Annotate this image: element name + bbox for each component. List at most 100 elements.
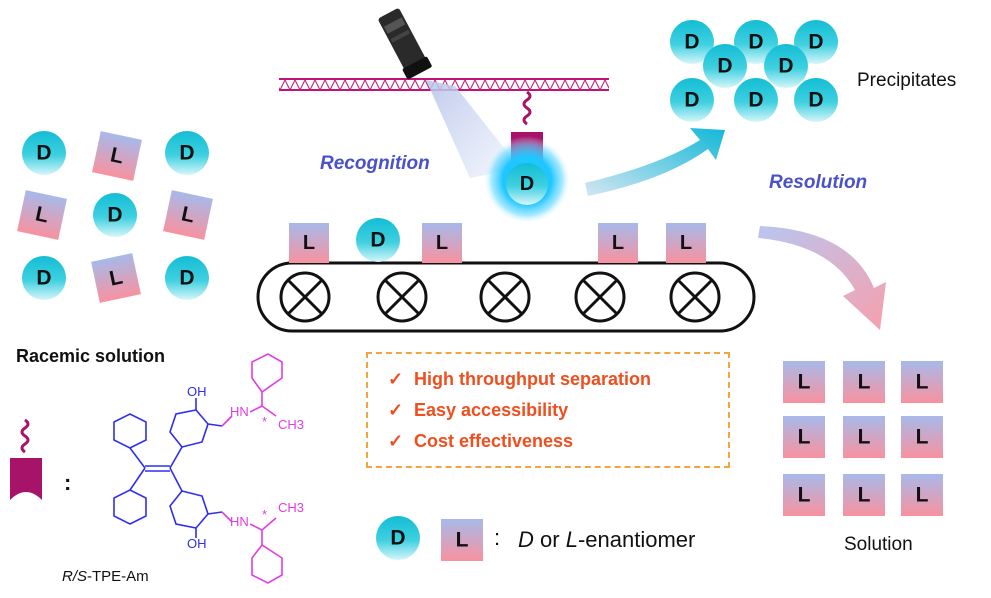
- roller-icon: [376, 271, 428, 323]
- belt-l-token-text: L: [303, 232, 315, 254]
- hn-top-label: HN: [230, 404, 249, 419]
- solution-label: Solution: [844, 534, 913, 555]
- legend-d-token: D: [376, 516, 420, 560]
- belt-d-token-text: D: [370, 229, 385, 252]
- racemic-l-token-text: L: [107, 265, 124, 290]
- precipitates-label: Precipitates: [857, 70, 957, 91]
- resolution-label: Resolution: [769, 172, 868, 193]
- compound-suffix: -TPE-Am: [87, 568, 149, 585]
- ch3-top-label: CH3: [278, 417, 305, 432]
- precipitate-d-token: D: [734, 78, 778, 122]
- belt-l-token: L: [289, 223, 329, 263]
- solution-l-token-text: L: [798, 484, 811, 507]
- solution-l-token-text: L: [858, 484, 871, 507]
- feature-item-3: ✓ Cost effectiveness: [388, 431, 573, 452]
- belt-l-token: L: [666, 223, 706, 263]
- solution-l-token-text: L: [798, 426, 811, 449]
- solution-l-token-text: L: [916, 426, 929, 449]
- legend-l-token: L: [441, 519, 483, 561]
- racemic-l-token: L: [17, 190, 67, 240]
- feature-item-2: ✓ Easy accessibility: [388, 400, 568, 421]
- racemic-d-token-text: D: [179, 142, 194, 165]
- solution-l-token: L: [783, 474, 825, 516]
- solution-l-token: L: [783, 416, 825, 458]
- racemic-l-token: L: [92, 131, 142, 181]
- recognition-label: Recognition: [320, 153, 430, 174]
- solution-l-token: L: [843, 474, 885, 516]
- legend-rest: -enantiomer: [577, 527, 696, 552]
- recognized-d-glow: [483, 136, 571, 224]
- legend-or: or: [533, 527, 566, 552]
- solution-l-token: L: [901, 361, 943, 403]
- legend-description: D or L-enantiomer: [518, 527, 695, 553]
- racemic-l-token: L: [163, 190, 213, 240]
- feature-label-1: High throughput separation: [414, 369, 651, 389]
- racemic-d-token: D: [93, 193, 137, 237]
- belt-l-token: L: [422, 223, 462, 263]
- precipitate-d-token: D: [794, 20, 838, 64]
- arrow-to-solution: [758, 226, 886, 330]
- precipitate-d-token-text: D: [748, 31, 763, 54]
- racemic-l-token-text: L: [33, 202, 50, 227]
- oh-top-label: OH: [187, 384, 207, 399]
- belt-l-token-text: L: [436, 232, 448, 254]
- precipitate-d-token-text: D: [684, 89, 699, 112]
- chiral-star-bottom: *: [262, 507, 268, 522]
- features-box: ✓ High throughput separation ✓ Easy access…: [366, 352, 730, 468]
- racemic-d-token-text: D: [107, 204, 122, 227]
- belt-l-token-text: L: [612, 232, 624, 254]
- solution-l-token: L: [901, 474, 943, 516]
- oh-bottom-label: OH: [187, 536, 207, 551]
- feature-label-2: Easy accessibility: [414, 400, 569, 420]
- precipitate-d-token-text: D: [748, 89, 763, 112]
- precipitate-d-token-text: D: [808, 89, 823, 112]
- racemic-solution-label: Racemic solution: [16, 346, 166, 366]
- solution-l-token: L: [783, 361, 825, 403]
- roller-icon: [669, 271, 721, 323]
- legend-d-token-text: D: [390, 527, 405, 550]
- ch3-bottom-label: CH3: [278, 500, 305, 515]
- solution-l-token-text: L: [916, 484, 929, 507]
- racemic-l-token-text: L: [108, 143, 125, 168]
- check-icon: ✓: [388, 369, 404, 389]
- precipitate-d-token: D: [703, 44, 747, 88]
- precipitate-d-token: D: [734, 20, 778, 64]
- racemic-d-token-text: D: [36, 267, 51, 290]
- precipitate-d-token-text: D: [684, 31, 699, 54]
- roller-icon: [574, 271, 626, 323]
- racemic-d-token-text: D: [179, 267, 194, 290]
- precipitate-d-token-text: D: [717, 55, 732, 78]
- solution-l-token-text: L: [858, 426, 871, 449]
- precipitate-d-token: D: [794, 78, 838, 122]
- racemic-d-token-text: D: [36, 142, 51, 165]
- precipitate-d-token: D: [670, 78, 714, 122]
- precipitate-d-token: D: [764, 44, 808, 88]
- compound-name: R/S-TPE-Am: [62, 568, 149, 585]
- legend-d: D: [518, 527, 534, 552]
- racemic-l-token: L: [91, 253, 141, 303]
- hn-bottom-label: HN: [230, 514, 249, 529]
- roller-icon: [479, 271, 531, 323]
- legend-l: L: [565, 527, 578, 552]
- feature-item-1: ✓ High throughput separation: [388, 369, 651, 390]
- check-icon: ✓: [388, 431, 404, 451]
- solution-l-token-text: L: [916, 371, 929, 394]
- receptor-symbol-legend: [10, 418, 42, 500]
- legend-colon: :: [64, 470, 72, 495]
- belt-l-token: L: [598, 223, 638, 263]
- solution-l-token-text: L: [858, 371, 871, 394]
- check-icon: ✓: [388, 400, 404, 420]
- legend-l-token-text: L: [456, 529, 469, 552]
- feature-label-3: Cost effectiveness: [414, 431, 574, 451]
- solution-l-token-text: L: [798, 371, 811, 394]
- solution-l-token: L: [843, 416, 885, 458]
- racemic-d-token: D: [165, 131, 209, 175]
- belt-l-token-text: L: [680, 232, 692, 254]
- belt-d-token: D: [356, 218, 400, 262]
- conveyor-belt: [256, 261, 756, 333]
- racemic-l-token-text: L: [179, 202, 196, 227]
- recognized-d-text: D: [520, 173, 534, 195]
- precipitate-d-token-text: D: [778, 55, 793, 78]
